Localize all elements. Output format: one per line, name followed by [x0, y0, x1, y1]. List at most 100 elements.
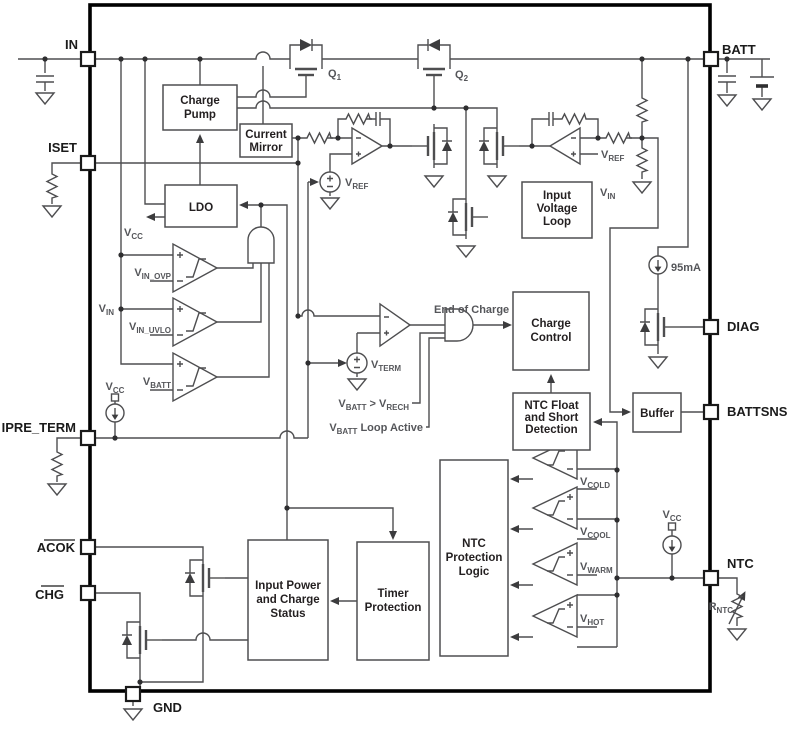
svg-text:Loop: Loop — [543, 216, 571, 228]
ntc-float-block — [512, 392, 591, 451]
q1-label: Q1 — [328, 68, 342, 82]
svg-text:Voltage: Voltage — [537, 203, 578, 215]
input-power-status-label: Input Power — [255, 580, 321, 592]
input-voltage-loop-block — [521, 181, 593, 239]
ntc-protection-logic-block — [439, 459, 509, 657]
pin-label-diag: DIAG — [727, 319, 760, 334]
svg-text:Detection: Detection — [525, 424, 577, 436]
vin-uvlo-label: VIN_UVLO — [129, 321, 171, 335]
ground-icon — [123, 708, 143, 721]
pin-label-batt: BATT — [722, 42, 756, 57]
vin-node-label: VIN — [99, 303, 115, 317]
ground-icon — [727, 628, 747, 641]
ground-icon — [717, 94, 737, 107]
pin-label-battsns: BATTSNS — [727, 404, 788, 419]
pin-label-acok: ACOK — [37, 540, 76, 555]
vbatt-label: VBATT — [143, 376, 171, 390]
svg-text:Pump: Pump — [184, 109, 216, 121]
active-low-overlines — [41, 539, 75, 587]
ground-icon — [456, 245, 476, 258]
ground-icon — [424, 175, 444, 188]
warm-comparator-icon — [532, 542, 578, 586]
chg-mosfet-icon — [120, 616, 164, 664]
vcool-label: VCOOL — [580, 526, 611, 540]
svg-text:Status: Status — [270, 608, 305, 620]
timer-protection-block — [356, 541, 430, 661]
input-voltage-loop-label: Input — [543, 190, 571, 202]
vin-loop-label: VIN — [600, 187, 616, 201]
diag-mosfet-icon — [638, 303, 682, 351]
ground-icon — [487, 175, 507, 188]
charge-control-label: Charge — [531, 318, 571, 330]
vwarm-label: VWARM — [580, 561, 613, 575]
input-power-status-block — [247, 539, 329, 661]
vcc-tap-icon — [667, 522, 677, 531]
vin-ovp-label: VIN_OVP — [134, 267, 171, 281]
ntc-protection-logic-label: NTC — [462, 538, 486, 550]
pin-gnd — [124, 685, 142, 703]
current-mirror-block — [239, 123, 293, 158]
pin-ntc — [702, 569, 720, 587]
pin-acok — [79, 538, 97, 556]
pin-label-ntc: NTC — [727, 556, 754, 571]
charge-pump-label: Charge — [180, 95, 220, 107]
charge-pump-block — [162, 84, 238, 131]
buffer-block — [632, 392, 682, 433]
ground-icon — [320, 197, 340, 210]
loop-active-label: VBATT Loop Active — [329, 422, 423, 436]
pins: IN ISET IPRE_TERM ACOK CHG GND BATT DIAG… — [2, 37, 788, 715]
pin-label-iset: ISET — [48, 140, 77, 155]
ntc-current-source-icon — [662, 535, 682, 555]
timer-protection-label: Timer — [377, 588, 409, 600]
sources — [105, 171, 682, 555]
recharge-label: VBATT > VRECH — [338, 398, 409, 412]
mosfet-icon — [410, 122, 454, 170]
ground-icon — [35, 92, 55, 105]
ground-icon — [47, 483, 67, 496]
buffer-label: Buffer — [640, 408, 674, 420]
ground-icon — [42, 205, 62, 218]
rntc-label: RNTC — [709, 601, 734, 615]
pin-battsns — [702, 403, 720, 421]
pin-ipre-term — [79, 429, 97, 447]
pin-in — [79, 50, 97, 68]
ldo-label: LDO — [189, 202, 213, 214]
svg-text:Mirror: Mirror — [249, 142, 283, 154]
vin-ovp-comparator-icon — [172, 243, 218, 293]
functional-blocks: Charge Pump Current Mirror LDO Input Vol… — [162, 84, 682, 661]
pin-chg — [79, 584, 97, 602]
q2-pass-fet-icon — [416, 37, 452, 91]
svg-text:and Charge: and Charge — [256, 594, 319, 606]
pin-label-ipre-term: IPRE_TERM — [2, 420, 76, 435]
svg-text:Protection: Protection — [365, 602, 422, 614]
svg-text:Control: Control — [531, 332, 572, 344]
ground-icon — [347, 378, 367, 391]
acok-mosfet-icon — [183, 554, 227, 602]
pin-diag — [702, 318, 720, 336]
ground-icon — [648, 356, 668, 369]
pin-label-in: IN — [65, 37, 78, 52]
ldo-block — [164, 184, 238, 228]
vref-source-label: VREF — [345, 177, 368, 191]
vref-cv-label: VREF — [601, 149, 624, 163]
node-labels: Q1 Q2 VCC VREF VREF VIN VIN VIN_OVP VIN_… — [99, 68, 734, 627]
95ma-current-source-icon — [648, 255, 668, 275]
q1-pass-fet-icon — [288, 37, 324, 91]
vcc-ntc-label: VCC — [663, 509, 682, 523]
vbatt-comparator-icon — [172, 352, 218, 402]
ntc-float-label: NTC Float — [524, 400, 578, 412]
vterm-label: VTERM — [371, 359, 401, 373]
ic-boundary — [88, 3, 712, 693]
mosfet-icon — [446, 193, 490, 241]
ground-icon — [632, 181, 652, 194]
divider-resistor-icon — [636, 145, 648, 175]
vhot-label: VHOT — [580, 613, 604, 627]
svg-text:Logic: Logic — [459, 566, 490, 578]
ground-icon — [752, 98, 772, 111]
cool-comparator-icon — [532, 486, 578, 530]
end-of-charge-label: End of Charge — [434, 304, 509, 316]
current-mirror-label: Current — [245, 129, 287, 141]
vcold-label: VCOLD — [580, 476, 610, 490]
iset-resistor-icon — [46, 171, 58, 201]
